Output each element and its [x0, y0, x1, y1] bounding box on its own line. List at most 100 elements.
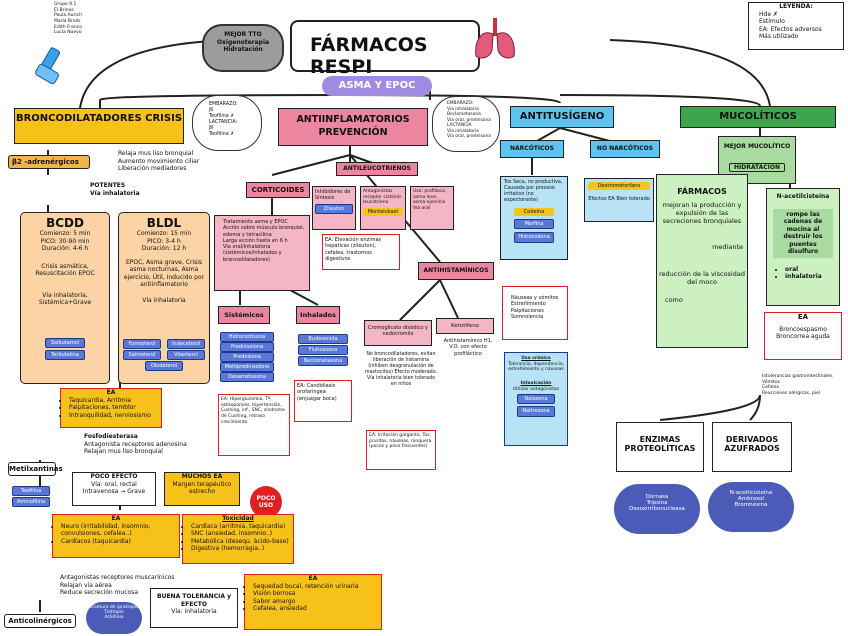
mucoliticos-header: MUCOLÍTICOS: [680, 106, 836, 128]
corticoides-list: Tratamiento asma y EPOC Acción sobre mús…: [214, 215, 310, 291]
bronchodilators-header: BRONCODILATADORES CRISIS: [14, 108, 184, 144]
bcdd-line: Comienzo: 5 min: [39, 230, 91, 237]
legend-title: LEYENDA:: [779, 3, 813, 10]
toxicidad-item: Digestiva (hemorragia..): [191, 545, 293, 553]
drug-pill: Morfina: [514, 219, 554, 230]
mech-line: Relaja mus liso bronquial: [118, 150, 194, 157]
antileuco-use-box: Uso: profilaxis, asma leve, asma ejercic…: [410, 186, 454, 230]
best-tto-item: Hidratación: [223, 46, 263, 53]
enzimas-drugs-bubble: Dornasa Tripsina Desoxirribonucleasa: [614, 484, 700, 534]
bcdd-card: BCDD Comienzo: 5 min PICO: 30-90 min Dur…: [20, 212, 110, 384]
azufrados-drugs-bubble: N-acetilcisteína Ambroxol Bromhexina: [708, 482, 794, 532]
drug-pill: Indacaterol: [167, 339, 205, 349]
mech-line: Relajan vía aérea: [60, 581, 112, 589]
page-title: FÁRMACOS RESPI: [310, 34, 428, 78]
ea-title: EA: [111, 515, 121, 522]
drug-pill: Metilprednisolona: [220, 362, 274, 372]
antileuco-line: Uso: profilaxis, asma leve, asma ejercic…: [413, 189, 447, 206]
drug-name: Tripsina: [646, 500, 668, 506]
drug-pill: Olodaterol: [145, 361, 183, 371]
ea-item: Broncoespasmo: [779, 325, 827, 333]
bldl-line: PICO: 3-4 h: [147, 237, 181, 245]
legend-item: Hde ✗: [759, 10, 778, 18]
antileuco-line: Vía oral: [413, 205, 431, 211]
cloud-line: Teofilina ✗: [209, 113, 235, 119]
bcdd-line: Duración: 4-6 h: [41, 245, 89, 252]
author: El Brinos: [54, 7, 74, 13]
poco-uso-badge: POCO USO: [250, 486, 282, 518]
drug-pill: Prednisona: [220, 352, 274, 362]
no-narcoticos-box: NO NARCÓTICOS: [590, 140, 660, 158]
ea-title: EA: [106, 389, 116, 396]
antiinflammatory-header: ANTIINFLAMATORIOS PREVENCIÓN: [278, 108, 428, 146]
drug-pill: Beclometasona: [298, 356, 348, 366]
bldl-line: Duración: 12 h: [141, 245, 187, 252]
cromoglicato-ea-box: EA: Irritación garganta, Tos, pruritos, …: [366, 430, 436, 470]
drug-pill: Naltrexona: [517, 406, 555, 417]
drug-name: Desoxirribonucleasa: [629, 506, 685, 512]
drug-pill: Formoterol: [123, 339, 161, 349]
cloud-line: LACTANCIA:: [209, 119, 238, 125]
antichol-mechanism: Antagonistas receptores muscarínicos Rel…: [60, 574, 186, 597]
buena-tolerancia-box: BUENA TOLERANCIA y EFECTO Vía: inhalator…: [150, 588, 238, 628]
toxicidad-item: SNC (ansiedad, insomnio..): [191, 530, 293, 538]
toxicidad-item: Cardíaca (arritmia, taquicardia): [191, 523, 293, 531]
farm-line: mediante: [712, 243, 743, 252]
legend-box: LEYENDA: Hde ✗ Estímulo EA: Efectos adve…: [748, 2, 844, 50]
farm-line: mejoran la producción y expulsión de las…: [662, 201, 742, 226]
uso-line: Intoxicación: [520, 380, 552, 386]
drug-name: Tiotropio: [104, 610, 124, 615]
author: Lucía Nuevo: [54, 30, 82, 36]
ea-item: Intranquilidad, nerviosismo: [69, 412, 161, 420]
muchos-ea-line: Margen terapéutico estrecho: [172, 480, 232, 496]
drug-chip: Montelukast: [363, 207, 403, 217]
uso-line: Tolerancia, dependencia, estreñimiento y…: [507, 361, 565, 373]
bldl-line: EPOC, Asma grave, Crisis asma nocturnas,…: [123, 258, 205, 289]
bcdd-title: BCDD: [46, 216, 84, 230]
nac-via: oral: [785, 266, 839, 274]
cortic-item: Acción sobre músculo bronquial, edema y …: [223, 225, 309, 238]
cloud-line: βl: [209, 125, 214, 131]
sistemicos-box: Sistémicos: [218, 306, 270, 324]
drug-name: Bromuro de ipratropio: [89, 605, 139, 610]
ea-title: EA: [308, 575, 318, 582]
antitusigeno-header: ANTITUSÍGENO: [510, 106, 614, 128]
mech-line: Fosfodiesterasa: [84, 433, 138, 440]
bldl-title: BLDL: [146, 216, 182, 230]
farm-line: FÁRMACOS: [677, 187, 727, 196]
hidratacion-label: HIDRATACIÓN: [729, 162, 785, 172]
drug-pill: Teofilina: [12, 486, 50, 496]
antileucotrienos-box: ANTILEUCOTRIENOS: [336, 162, 418, 176]
antileuco-line: Antagonistas receptor cisteinil-leucotri…: [363, 189, 403, 206]
antihistaminicos-box: ANTIHISTAMÍNICOS: [418, 262, 494, 280]
drug-name: Bromhexina: [734, 502, 768, 508]
ea-item: Cefalea: [762, 385, 780, 391]
mech-line: Reduce secreción mucosa: [60, 589, 139, 596]
narcoticos-card: Tos Seca, no productiva, Causada por pro…: [500, 176, 568, 260]
legend-item: Estímulo: [759, 18, 785, 25]
tolerancia-line: BUENA TOLERANCIA y EFECTO: [157, 593, 231, 608]
antileuco-line: Inhibidores de Síntesis: [315, 189, 351, 202]
potent-line: Vía inhalatoria: [90, 189, 140, 197]
cloud-line: LACTANCIA: [447, 123, 472, 128]
bcdd-line: Vía inhalatoria, Sistémica+Grave: [38, 291, 92, 307]
ea-item: Taquicardia, Arritmia: [69, 397, 161, 405]
derivados-box: DERIVADOS AZUFRADOS: [712, 422, 792, 472]
lungs-icon: [470, 14, 520, 64]
cloud-line: βl: [209, 107, 214, 113]
metil-ea-box: EA Neuro (irritabilidad, insomnio, convu…: [52, 514, 180, 558]
farmacos-card: FÁRMACOS mejoran la producción y expulsi…: [656, 174, 748, 348]
drug-pill: Salmeterol: [123, 350, 161, 360]
drug-name: Dornasa: [645, 494, 669, 500]
ea-item: Palpitaciones, temblor: [69, 404, 161, 412]
nac-via: inhalatoria: [785, 273, 839, 281]
ea-item: Somnolencia: [511, 314, 567, 320]
toxicidad-title: Toxicidad: [222, 515, 254, 522]
drug-pill: Zileuton: [315, 203, 353, 214]
enzimas-box: ENZIMAS PROTEOLÍTICAS: [616, 422, 704, 472]
bldl-card: BLDL Comienzo: 15 min PICO: 3-4 h Duraci…: [118, 212, 210, 384]
title-box: FÁRMACOS RESPI: [290, 20, 480, 78]
nonarc-text: Efectos EA Bien tolerado: [588, 196, 650, 203]
ea-item: Visión borrosa: [253, 590, 381, 598]
metil-mechanism: Fosfodiesterasa Antagonista receptores a…: [84, 433, 204, 456]
